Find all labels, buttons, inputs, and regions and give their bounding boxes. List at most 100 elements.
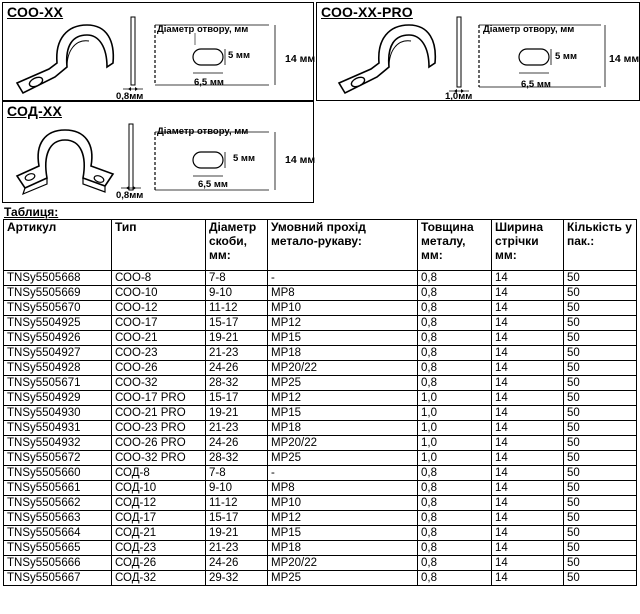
cell-quantity: 50 [563, 420, 637, 436]
cell-article: TNSy5504926 [3, 330, 112, 346]
cell-article: TNSy5505665 [3, 540, 112, 556]
cell-quantity: 50 [563, 540, 637, 556]
cell-type: СОО-32 [111, 375, 206, 391]
cell-type: СОД-32 [111, 570, 206, 586]
cell-width: 14 [491, 285, 564, 301]
cell-width: 14 [491, 450, 564, 466]
cell-thickness: 0,8 [417, 270, 492, 286]
cell-article: TNSy5504927 [3, 345, 112, 361]
cell-thickness: 0,8 [417, 285, 492, 301]
cell-conduit: МР25 [267, 450, 418, 466]
cell-thickness: 0,8 [417, 525, 492, 541]
cell-conduit: МР25 [267, 570, 418, 586]
cell-article: TNSy5504925 [3, 315, 112, 331]
cell-article: TNSy5504932 [3, 435, 112, 451]
panel-title: СОО-ХХ [7, 4, 64, 20]
header-thickness: Товщина металу, мм: [417, 219, 492, 271]
cell-thickness: 0,8 [417, 495, 492, 511]
strip-profile-drawing [449, 16, 606, 93]
panel-coo-xx: СОО-ХХ Діаметр отвору, мм 5 мм 6,5 мм 14… [2, 2, 315, 102]
cell-type: СОО-23 [111, 345, 206, 361]
cell-diameter: 15-17 [205, 510, 268, 526]
header-article: Артикул [3, 219, 112, 271]
cell-quantity: 50 [563, 495, 637, 511]
cell-conduit: - [267, 270, 418, 286]
hole-height-label: 5 мм [555, 51, 577, 62]
cell-quantity: 50 [563, 270, 637, 286]
cell-conduit: МР20/22 [267, 555, 418, 571]
strip-width-label: 14 мм [285, 154, 316, 166]
cell-quantity: 50 [563, 435, 637, 451]
cell-article: TNSy5505664 [3, 525, 112, 541]
panel-coo-xx-pro: СОО-ХХ-PRO Діаметр отвору, мм 5 мм 6,5 м… [316, 2, 640, 102]
cell-type: СОД-10 [111, 480, 206, 496]
cell-type: СОО-32 PRO [111, 450, 206, 466]
cell-thickness: 0,8 [417, 315, 492, 331]
cell-width: 14 [491, 480, 564, 496]
cell-article: TNSy5505671 [3, 375, 112, 391]
cell-type: СОО-21 PRO [111, 405, 206, 421]
thickness-label: 1,0мм [445, 91, 473, 102]
cell-quantity: 50 [563, 360, 637, 376]
cell-width: 14 [491, 345, 564, 361]
cell-width: 14 [491, 270, 564, 286]
cell-article: TNSy5504929 [3, 390, 112, 406]
cell-width: 14 [491, 360, 564, 376]
thickness-label: 0,8мм [116, 190, 144, 201]
cell-type: СОД-8 [111, 465, 206, 481]
hole-width-label: 6,5 мм [521, 79, 551, 90]
cell-type: СОД-21 [111, 525, 206, 541]
cell-thickness: 0,8 [417, 480, 492, 496]
cell-conduit: МР25 [267, 375, 418, 391]
hole-width-label: 6,5 мм [198, 179, 228, 190]
header-diameter: Діаметр скоби, мм: [205, 219, 268, 271]
cell-thickness: 1,0 [417, 405, 492, 421]
cell-conduit: МР18 [267, 345, 418, 361]
thickness-label: 0,8мм [116, 91, 144, 102]
cell-quantity: 50 [563, 465, 637, 481]
diameter-label: Діаметр отвору, мм [157, 24, 249, 35]
panel-title: СОД-ХХ [7, 103, 62, 119]
cell-article: TNSy5505669 [3, 285, 112, 301]
cell-article: TNSy5504931 [3, 420, 112, 436]
cell-article: TNSy5505672 [3, 450, 112, 466]
header-conduit: Умовний прохід метало-рукаву: [267, 219, 418, 271]
cell-quantity: 50 [563, 525, 637, 541]
cell-diameter: 28-32 [205, 450, 268, 466]
cell-conduit: МР8 [267, 480, 418, 496]
cell-conduit: МР18 [267, 420, 418, 436]
cell-quantity: 50 [563, 405, 637, 421]
cell-width: 14 [491, 375, 564, 391]
cell-width: 14 [491, 555, 564, 571]
hole-height-label: 5 мм [228, 50, 250, 61]
cell-type: СОД-26 [111, 555, 206, 571]
cell-thickness: 1,0 [417, 420, 492, 436]
cell-article: TNSy5505670 [3, 300, 112, 316]
table-caption: Таблиця: [4, 205, 59, 219]
strip-width-label: 14 мм [609, 53, 640, 65]
cell-thickness: 0,8 [417, 360, 492, 376]
cell-quantity: 50 [563, 480, 637, 496]
cell-type: СОД-17 [111, 510, 206, 526]
cell-diameter: 9-10 [205, 480, 268, 496]
cell-conduit: МР10 [267, 495, 418, 511]
cell-article: TNSy5505668 [3, 270, 112, 286]
cell-width: 14 [491, 510, 564, 526]
cell-type: СОО-21 [111, 330, 206, 346]
cell-thickness: 0,8 [417, 510, 492, 526]
cell-type: СОО-23 PRO [111, 420, 206, 436]
header-type: Тип [111, 219, 206, 271]
cell-width: 14 [491, 315, 564, 331]
